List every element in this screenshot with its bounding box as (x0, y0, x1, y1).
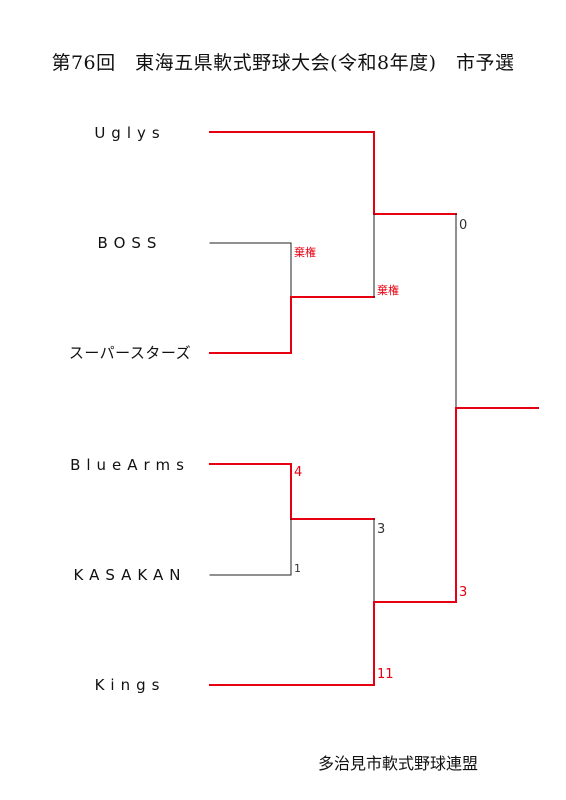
team-boss: BOSS (97, 234, 163, 252)
line-kings-win (209, 407, 539, 686)
score-forfeit-semi: 棄権 (377, 284, 399, 297)
team-kings: Kings (94, 676, 166, 694)
score-semi-top: 0 (459, 218, 468, 233)
score-final-lower: 3 (459, 585, 468, 600)
line-superstars-win (209, 296, 375, 354)
line-boss (209, 242, 292, 298)
team-superstars: スーパースターズ (68, 344, 192, 362)
team-bluearms: BlueArms (70, 456, 190, 474)
line-uglys-win (209, 131, 457, 215)
score-semi-bottom-upper: 3 (377, 522, 386, 537)
team-kasakan: KASAKAN (73, 566, 187, 584)
page-title: 第76回 東海五県軟式野球大会(令和8年度) 市予選 (51, 52, 515, 74)
score-kings: 11 (377, 667, 394, 682)
team-uglys: Uglys (94, 124, 166, 142)
score-bluearms: 4 (294, 465, 303, 480)
line-bluearms-win (209, 463, 375, 520)
organizer-name: 多治見市軟式野球連盟 (318, 754, 479, 773)
score-kasakan: 1 (294, 562, 301, 575)
score-forfeit-boss: 棄権 (294, 246, 316, 259)
line-kasakan (209, 518, 292, 576)
